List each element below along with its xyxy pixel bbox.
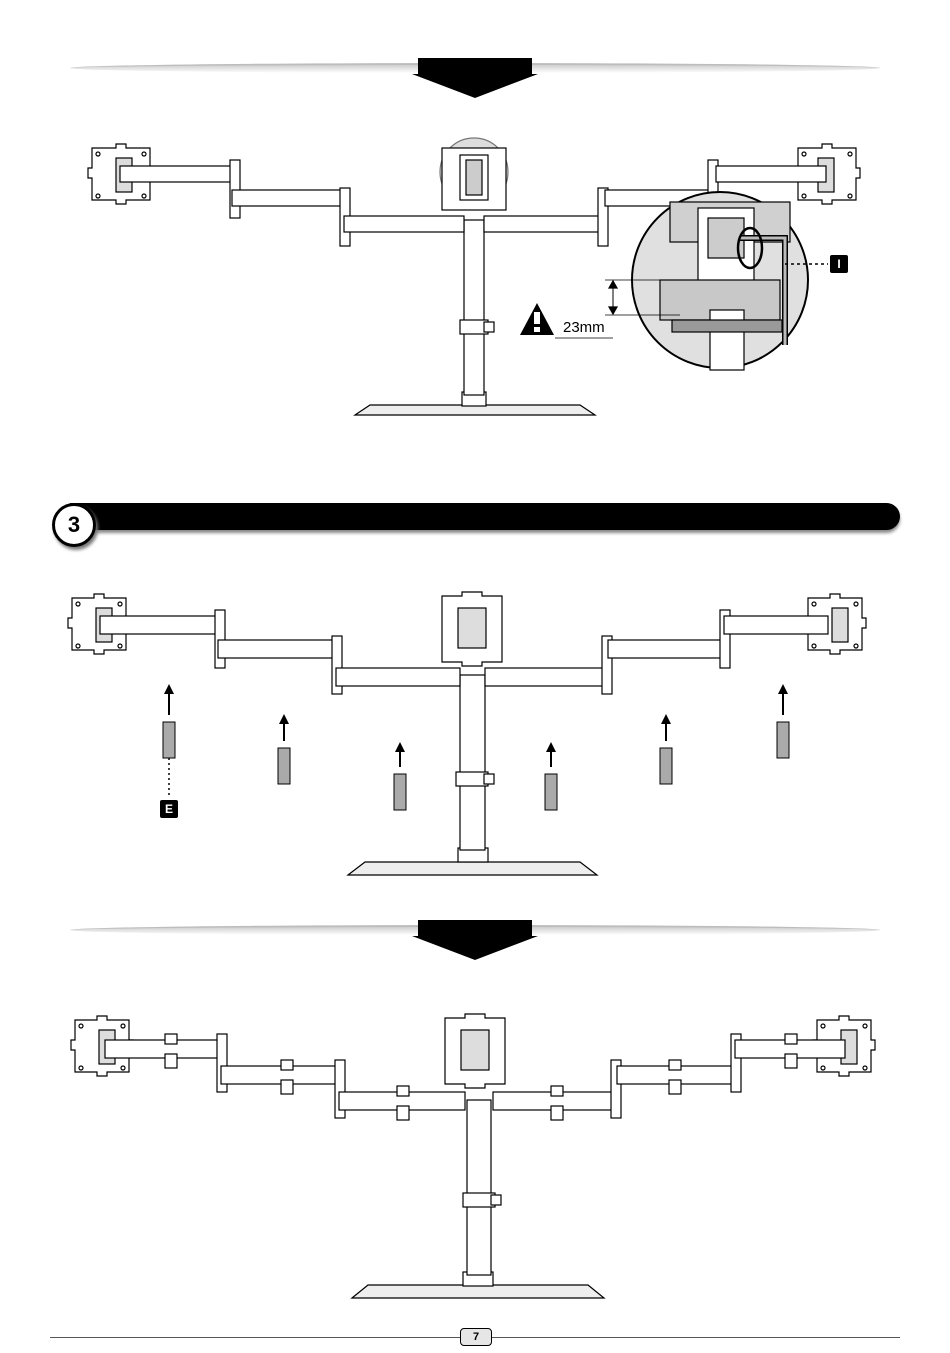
part-callout-label: E bbox=[160, 800, 178, 818]
warning-triangle-icon bbox=[520, 303, 554, 335]
height-dimension-label: 23mm bbox=[563, 319, 605, 336]
down-arrow-icon bbox=[410, 920, 540, 964]
figure-stand-clips-installed bbox=[65, 1010, 895, 1305]
page-number: 7 bbox=[460, 1328, 492, 1346]
cable-clip-right-2 bbox=[660, 714, 672, 784]
down-arrow-icon bbox=[410, 58, 540, 102]
step-header-bar bbox=[70, 503, 900, 530]
figure-stand-cable-clips bbox=[60, 590, 890, 880]
cable-clip-left-3 bbox=[394, 742, 406, 810]
figure-stand-adjust-height bbox=[80, 130, 860, 430]
cable-clip-right-3 bbox=[777, 684, 789, 758]
step-number-badge: 3 bbox=[52, 503, 96, 547]
cable-clip-right-1 bbox=[545, 742, 557, 810]
cable-clip-left-1 bbox=[163, 684, 175, 795]
cable-clip-left-2 bbox=[278, 714, 290, 784]
tool-callout-label: I bbox=[830, 255, 848, 273]
